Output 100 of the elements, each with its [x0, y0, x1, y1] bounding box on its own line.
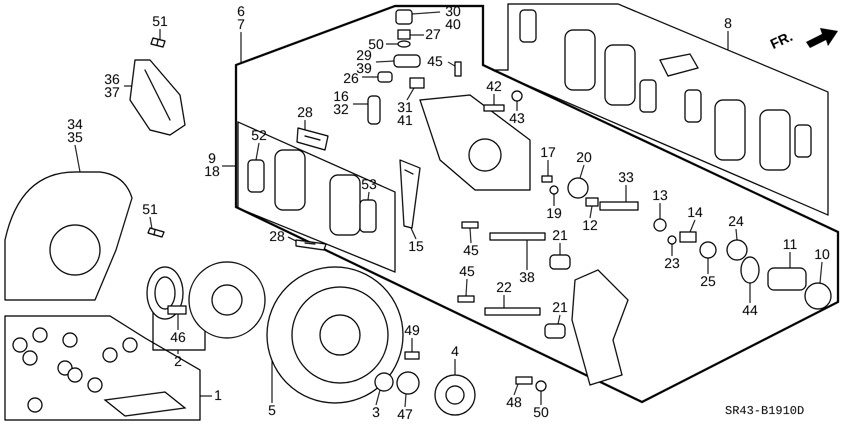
leader-line	[74, 144, 80, 172]
leader-line	[736, 228, 738, 240]
callout-number: 20	[576, 151, 592, 164]
leader-line	[540, 390, 542, 406]
sleeve-drawing	[367, 95, 381, 125]
leader-line	[466, 278, 468, 296]
piston-drawing	[767, 267, 807, 291]
adjuster-drawing	[567, 177, 589, 199]
washer-drawing	[667, 235, 677, 245]
callout-number: 21	[552, 301, 568, 314]
bolt-drawing	[461, 221, 479, 229]
callout-number: 7	[237, 18, 245, 31]
callout-number: 14	[687, 206, 703, 219]
leader-line	[304, 120, 306, 130]
seal-drawing	[740, 256, 760, 284]
callout-number: 8	[724, 17, 732, 30]
bolt-drawing	[150, 37, 166, 48]
washer-drawing	[535, 380, 547, 392]
callout-number: 28	[269, 230, 285, 243]
leader-line	[376, 390, 380, 406]
callout-number: 11	[782, 238, 798, 251]
callout-number: 17	[540, 146, 556, 159]
leader-line	[376, 60, 394, 62]
callout-number: 50	[368, 38, 384, 51]
leader-line	[820, 262, 822, 284]
shim-drawing	[247, 159, 265, 193]
leader-line	[590, 206, 592, 218]
callout-number: 5	[268, 404, 276, 417]
spindle-drawing	[599, 201, 639, 211]
callout-number: 10	[814, 248, 830, 261]
callout-number: 29	[356, 49, 372, 62]
clip-ring-drawing	[726, 239, 748, 261]
callout-number: 13	[652, 189, 668, 202]
washer-drawing	[653, 218, 667, 232]
bolt-drawing	[457, 295, 475, 303]
leader-line	[410, 34, 424, 36]
brake-disc-drawing	[266, 266, 404, 404]
leader-line	[526, 240, 528, 270]
callout-number: 16	[333, 90, 349, 103]
boot-drawing	[804, 282, 832, 310]
shim-drawing	[359, 199, 377, 233]
drawing-code: SR43-B1910D	[725, 404, 804, 418]
boot-drawing	[549, 254, 571, 270]
callout-number: 6	[237, 5, 245, 18]
washer-drawing	[397, 40, 411, 48]
callout-number: 52	[251, 129, 267, 142]
leader-line	[448, 62, 456, 66]
callout-number: 50	[533, 406, 549, 419]
callout-number: 24	[728, 215, 744, 228]
leader-line	[580, 164, 584, 178]
cap-drawing	[511, 90, 523, 102]
callout-number: 26	[343, 72, 359, 85]
plate-drawing	[699, 241, 717, 259]
callout-number: 1	[214, 389, 222, 402]
nut-drawing	[397, 29, 411, 40]
leader-line	[406, 88, 414, 100]
leader-line	[240, 32, 242, 64]
leader-line	[362, 76, 378, 78]
splash-shield-drawing	[4, 171, 133, 301]
callout-number: 45	[463, 244, 479, 257]
callout-number: 9	[207, 152, 217, 165]
boot-drawing	[377, 71, 393, 83]
guide-pin-drawing	[489, 232, 546, 241]
callout-number: 18	[204, 165, 220, 178]
callout-number: 27	[425, 28, 441, 41]
leader-line	[558, 314, 560, 324]
callout-number: 28	[297, 106, 313, 119]
boot-drawing	[544, 323, 566, 339]
leader-line	[288, 236, 296, 242]
callout-number: 21	[552, 229, 568, 242]
leader-line	[516, 100, 518, 112]
callout-number: 36	[104, 73, 120, 86]
callout-number: 32	[333, 103, 349, 116]
callout-number: 33	[618, 171, 634, 184]
callout-number: 51	[152, 15, 168, 28]
leader-line	[368, 192, 370, 200]
hub-cap-drawing	[434, 374, 476, 416]
bleeder-screw-drawing	[483, 104, 505, 112]
leader-line	[256, 142, 260, 160]
bearing-drawing	[585, 197, 599, 207]
bolt-drawing	[147, 227, 165, 238]
callout-number: 47	[397, 408, 413, 421]
spring-drawing	[395, 9, 413, 25]
pin-drawing	[541, 175, 553, 183]
cover-drawing	[129, 59, 186, 136]
callout-number: 22	[496, 281, 512, 294]
guide-pin-drawing	[484, 307, 541, 316]
callout-number: 41	[397, 114, 413, 127]
callout-number: 25	[700, 275, 716, 288]
callout-number: 45	[427, 55, 443, 68]
o-ring-drawing	[549, 185, 559, 195]
callout-number: 48	[506, 396, 522, 409]
leader-line	[690, 220, 696, 232]
leader-line	[412, 12, 440, 14]
callout-number: 31	[397, 101, 413, 114]
hub-nut-drawing	[396, 371, 420, 395]
callout-number: 49	[404, 324, 420, 337]
screw-drawing	[404, 351, 420, 360]
callout-number: 44	[742, 304, 758, 317]
callout-number: 51	[142, 203, 158, 216]
